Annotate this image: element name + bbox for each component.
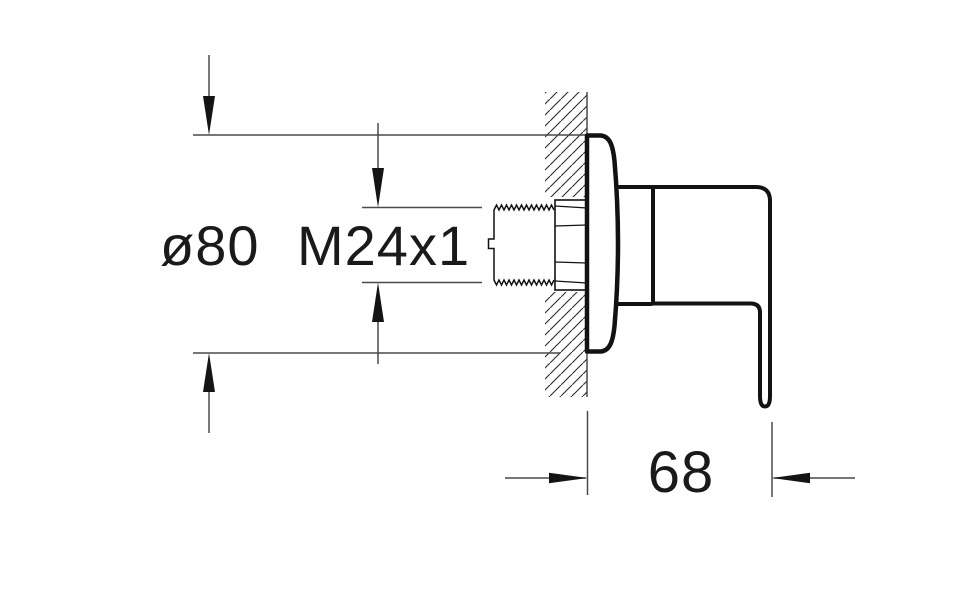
- installation-depth-label: 68: [648, 440, 715, 505]
- nut-flat-line-2: [554, 224, 588, 227]
- nut-flat-line-4: [554, 280, 588, 284]
- threaded-connector: [487, 203, 555, 287]
- thread-arrowhead-down: [372, 168, 384, 208]
- thread-spec-label: M24x1: [297, 214, 470, 277]
- thread-zigzag-top: [493, 203, 555, 212]
- wall-section: [545, 92, 588, 397]
- diameter-arrowhead-up: [203, 353, 215, 392]
- handle-lever: [651, 185, 772, 409]
- dimension-labels: ø80 M24x1 68: [160, 214, 715, 505]
- nut-flat-line-1: [554, 205, 588, 209]
- thread-zigzag-bottom: [493, 278, 555, 287]
- valve-product: [487, 133, 772, 409]
- connector-end-slot: [487, 209, 495, 281]
- wall-hatch-lower: [545, 292, 587, 397]
- mounting-nut-body: [554, 199, 588, 291]
- thread-arrowhead-up: [372, 282, 384, 322]
- diameter-arrowhead-down: [203, 96, 215, 135]
- dimension-graphics: [193, 55, 855, 497]
- flange-diameter-label: ø80: [160, 214, 260, 277]
- nut-flat-line-3: [554, 261, 588, 264]
- mounting-nut: [554, 199, 588, 291]
- depth-arrowhead-left: [772, 472, 810, 484]
- depth-arrowhead-right: [549, 472, 588, 484]
- wall-hatch-upper: [545, 92, 587, 197]
- dimension-arrowheads: [203, 96, 810, 484]
- escutcheon-flange: [584, 133, 621, 354]
